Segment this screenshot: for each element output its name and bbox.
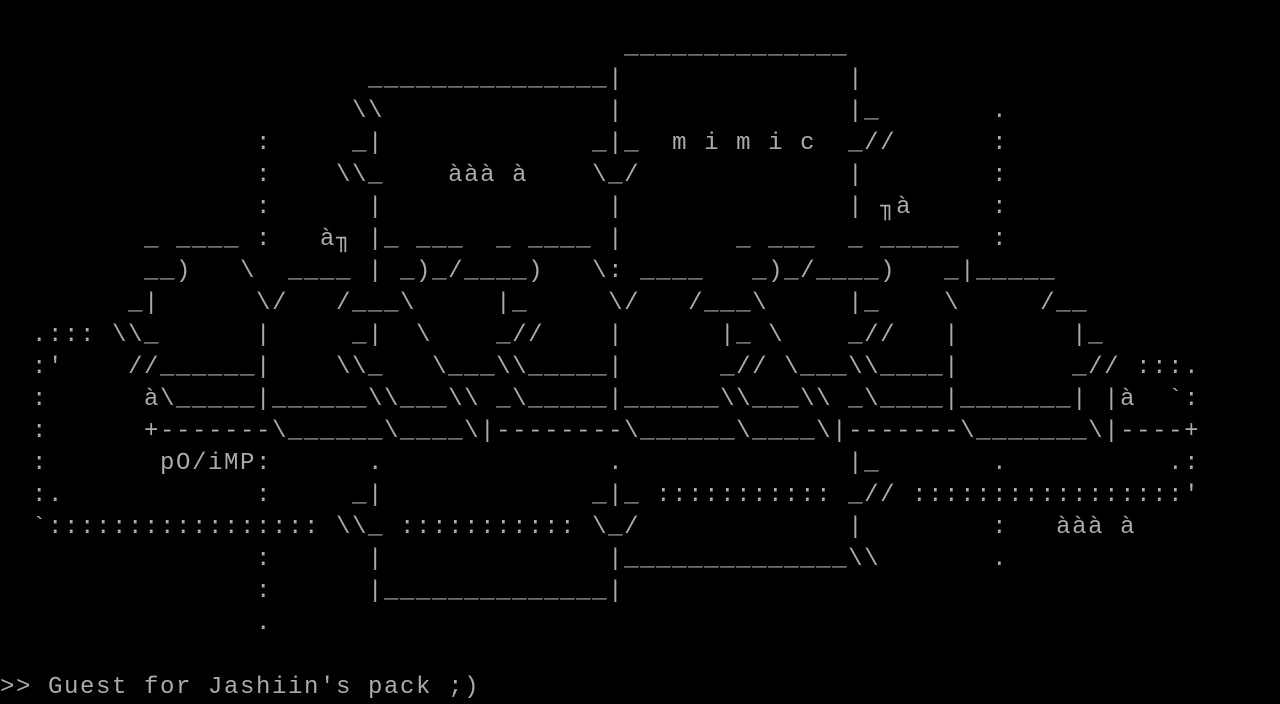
ascii-art-line: . (0, 610, 273, 637)
ascii-art-line: _______________| | (0, 66, 865, 93)
ascii-art-line: _ ____ : à╖ |_ ___ _ ____ | _ ___ _ ____… (0, 226, 1009, 253)
ascii-art-line: : |______________| (0, 578, 625, 605)
ascii-art-line: : | |______________\\ . (0, 546, 1009, 573)
ascii-art-line: ______________ (0, 34, 849, 61)
ascii-art-line: :. : _| _|_ ::::::::::: _// ::::::::::::… (0, 482, 1201, 509)
ascii-art-line: : +-------\______\____\|--------\______\… (0, 418, 1201, 445)
ascii-art-line: :' //______| \\_ \___\\_____| _// \___\\… (0, 354, 1201, 381)
ascii-art-line: _| \/ /___\ |_ \/ /___\ |_ \ /__ (0, 290, 1089, 317)
ascii-art-line: : pO/iMP: . . |_ . .: (0, 450, 1201, 477)
ascii-art-line: `::::::::::::::::: \\_ ::::::::::: \_/ |… (0, 514, 1137, 541)
ascii-art-line: : \\_ ààà à \_/ | : (0, 162, 1009, 189)
terminal-prompt-line[interactable]: >> Guest for Jashiin's pack ;) (0, 674, 481, 701)
ascii-art-line: __) \ ____ | _)_/____) \: ____ _)_/____)… (0, 258, 1057, 285)
ascii-art-line: \\ | |_ . (0, 98, 1009, 125)
ascii-art-line: : à\_____|______\\___\\ _\_____|______\\… (0, 386, 1201, 413)
ascii-art-line: : | | | ╖à : (0, 194, 1009, 221)
ascii-art-line: : _| _|_ m i m i c _// : (0, 130, 1009, 157)
ascii-art-line: .::: \\_ | _| \ _// | |_ \ _// | |_ (0, 322, 1105, 349)
